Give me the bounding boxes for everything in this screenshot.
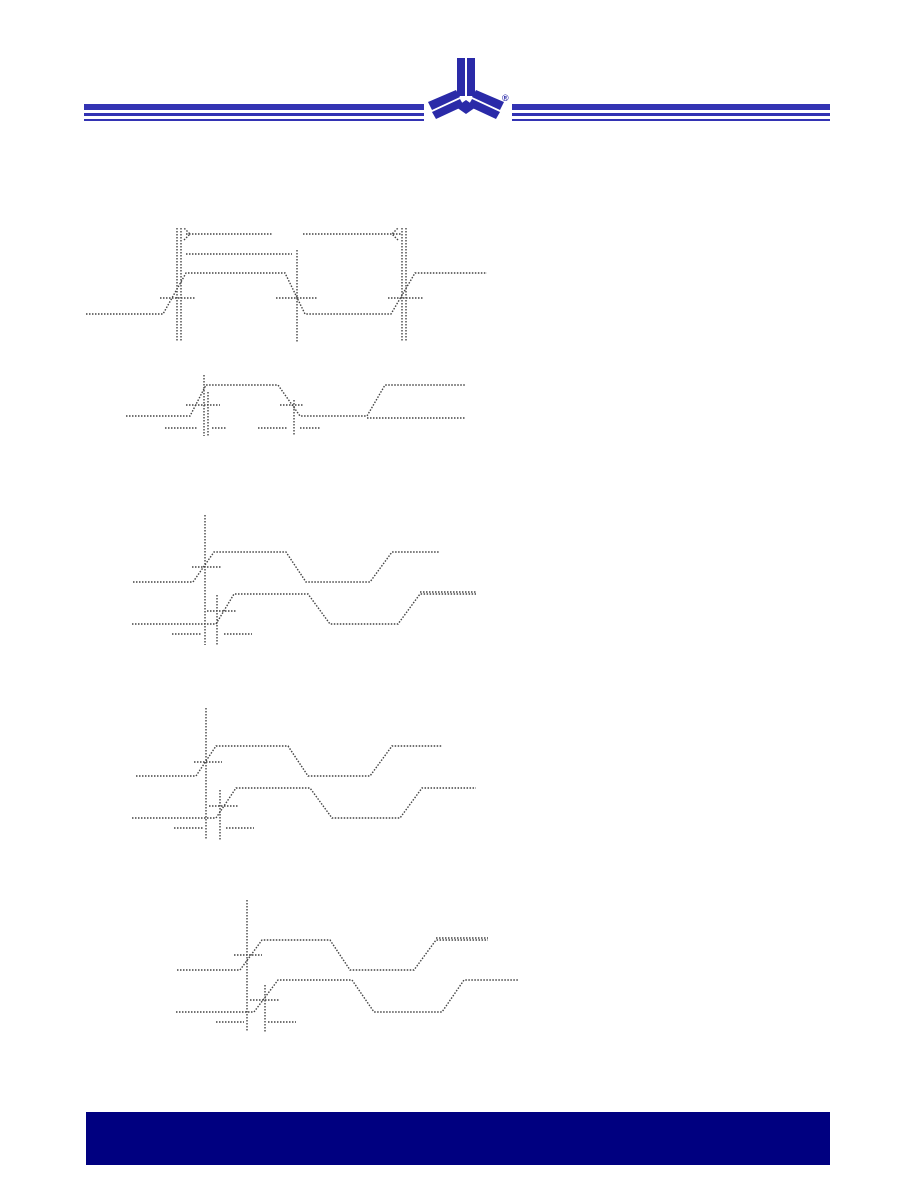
header-stripe-right-hairline <box>512 119 830 121</box>
header-stripe-right <box>512 104 830 110</box>
page-header: ® <box>0 0 918 130</box>
rise-fall-trace <box>126 384 466 417</box>
pd3-ticks <box>234 954 280 1001</box>
pd1-input-trace <box>133 551 440 583</box>
registered-mark: ® <box>502 93 509 103</box>
rise-fall-arrows <box>165 404 320 429</box>
pd3-output-trace <box>176 979 518 1013</box>
pd1-ticks <box>192 566 237 612</box>
pd1-output-trace <box>132 593 476 625</box>
propagation-delay-diagram-2 <box>132 708 476 840</box>
header-stripe-right-thin <box>512 113 830 116</box>
tri-arm-logo-icon <box>428 58 504 119</box>
pd2-output-trace <box>132 787 476 819</box>
propagation-delay-diagram-1 <box>132 515 476 645</box>
footer-bar <box>86 1112 830 1165</box>
pd3-input-trace <box>177 939 488 971</box>
pd2-input-trace <box>136 745 442 777</box>
pd2-ticks <box>194 761 239 807</box>
header-stripe-left-thin <box>84 113 424 116</box>
header-stripe-left-hairline <box>84 119 424 121</box>
clock-signal-trace <box>86 272 487 315</box>
rise-fall-waveform-diagram <box>126 375 466 436</box>
header-stripe-left <box>84 104 424 110</box>
tick-marks <box>160 227 424 299</box>
propagation-delay-diagram-3 <box>176 900 518 1032</box>
